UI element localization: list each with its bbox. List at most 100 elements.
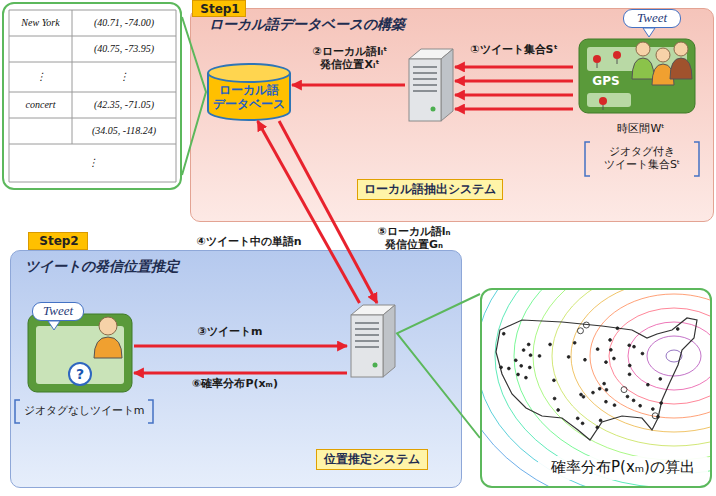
data-point bbox=[659, 378, 662, 381]
data-point bbox=[596, 348, 599, 351]
server: 位置推定システム bbox=[347, 303, 397, 379]
map-patch bbox=[587, 93, 631, 107]
data-point bbox=[577, 328, 583, 334]
data-point bbox=[628, 344, 631, 347]
server-front bbox=[409, 59, 441, 121]
gps-pin bbox=[613, 51, 621, 59]
bracket bbox=[15, 400, 20, 423]
data-point bbox=[641, 352, 644, 355]
gps-pin bbox=[597, 63, 598, 68]
data-point bbox=[520, 364, 523, 367]
contour-line bbox=[495, 290, 710, 486]
step-label: ③ツイートm bbox=[170, 326, 290, 339]
step-tag: Step1 bbox=[192, 0, 246, 17]
bracket-note: ジオタグ付き ツイート集合Sᵗ bbox=[590, 142, 694, 176]
user-group: TweetGPS時区間Wᵗ bbox=[573, 7, 701, 119]
data-point bbox=[605, 388, 608, 391]
data-point bbox=[603, 382, 606, 385]
contour-line bbox=[552, 290, 710, 446]
step-label: ②ローカル語lᵢᵗ 発信位置Xᵢᵗ bbox=[300, 46, 400, 71]
data-point bbox=[628, 373, 631, 376]
data-point bbox=[581, 422, 584, 425]
step-label: Step1 bbox=[193, 1, 247, 18]
data-point bbox=[616, 327, 619, 330]
server-slot bbox=[413, 72, 437, 74]
data-point bbox=[527, 343, 530, 346]
flow-arrow bbox=[455, 94, 573, 97]
contour-group bbox=[482, 290, 710, 486]
table-rule bbox=[9, 118, 176, 119]
table-cell: ⋮ bbox=[9, 62, 72, 92]
person-head bbox=[636, 42, 650, 56]
step-label: ⑤ローカル語lₙ 発信位置Gₙ bbox=[364, 226, 464, 251]
contour-line bbox=[571, 290, 710, 432]
server: ローカル語抽出システム bbox=[405, 47, 455, 123]
flow-arrow bbox=[455, 108, 573, 111]
table-rule bbox=[9, 92, 176, 93]
contour-line bbox=[590, 294, 710, 418]
map-panel: 確率分布P(xₘ)の算出 bbox=[480, 288, 712, 488]
system-name: ローカル語抽出システム bbox=[357, 179, 503, 200]
bracket bbox=[148, 400, 153, 423]
system-name: 位置推定システム bbox=[316, 449, 428, 470]
data-point bbox=[605, 361, 608, 364]
time-window: 時区間Wᵗ bbox=[601, 121, 681, 137]
table-cell: (34.05, -118.24) bbox=[72, 118, 176, 144]
database-label: ローカル語 データベース bbox=[210, 79, 288, 117]
person-body bbox=[670, 58, 692, 79]
data-point bbox=[676, 328, 679, 331]
data-point bbox=[580, 393, 583, 396]
server-slot bbox=[413, 84, 437, 86]
person-head bbox=[99, 317, 117, 335]
data-point bbox=[514, 359, 517, 362]
gps-pin bbox=[603, 105, 604, 110]
flow-arrow bbox=[134, 345, 347, 348]
data-point bbox=[582, 395, 585, 398]
server-slot bbox=[355, 346, 379, 348]
server-slot bbox=[413, 66, 437, 68]
user: Tweet? bbox=[26, 296, 134, 396]
server-slot bbox=[413, 78, 437, 80]
data-point bbox=[613, 357, 616, 360]
tweet-bubble: Tweet bbox=[32, 302, 84, 321]
bubble-tail bbox=[48, 321, 60, 330]
table-rule bbox=[9, 10, 10, 182]
data-point bbox=[549, 343, 552, 346]
region-title: ローカル語データベースの構築 bbox=[209, 15, 509, 33]
contour-line bbox=[514, 290, 710, 474]
table-rule bbox=[9, 62, 176, 63]
table-rule bbox=[9, 36, 176, 37]
data-point bbox=[529, 354, 532, 357]
table-cell: (40.71, -74.00) bbox=[72, 10, 176, 36]
data-point bbox=[657, 415, 660, 418]
data-point bbox=[528, 366, 531, 369]
cylinder-top bbox=[208, 64, 290, 82]
data-point bbox=[502, 332, 505, 335]
gps-panel bbox=[28, 314, 132, 392]
data-point bbox=[592, 391, 595, 394]
server-slot bbox=[413, 90, 437, 92]
callout-line bbox=[182, 17, 206, 175]
data-point bbox=[538, 355, 541, 358]
data-point bbox=[628, 364, 631, 367]
data-point bbox=[651, 408, 654, 411]
bubble-tail bbox=[643, 28, 655, 37]
contour-line bbox=[628, 322, 710, 390]
data-point bbox=[557, 409, 560, 412]
step-tag: Step2 bbox=[28, 232, 88, 250]
database-table: New York(40.71, -74.00)(40.75, -73.95)⋮⋮… bbox=[2, 2, 182, 190]
server-shape bbox=[347, 303, 397, 379]
data-point bbox=[609, 339, 612, 342]
data-point bbox=[646, 383, 649, 386]
server-slot bbox=[355, 340, 379, 342]
table-rule bbox=[176, 10, 177, 182]
data-point bbox=[633, 345, 636, 348]
table-cell: concert bbox=[9, 92, 72, 118]
data-point bbox=[583, 322, 589, 328]
data-point bbox=[517, 373, 520, 376]
data-point bbox=[626, 395, 629, 398]
bracket-note: ジオタグなしツイートm bbox=[20, 401, 148, 422]
data-point bbox=[639, 404, 642, 407]
